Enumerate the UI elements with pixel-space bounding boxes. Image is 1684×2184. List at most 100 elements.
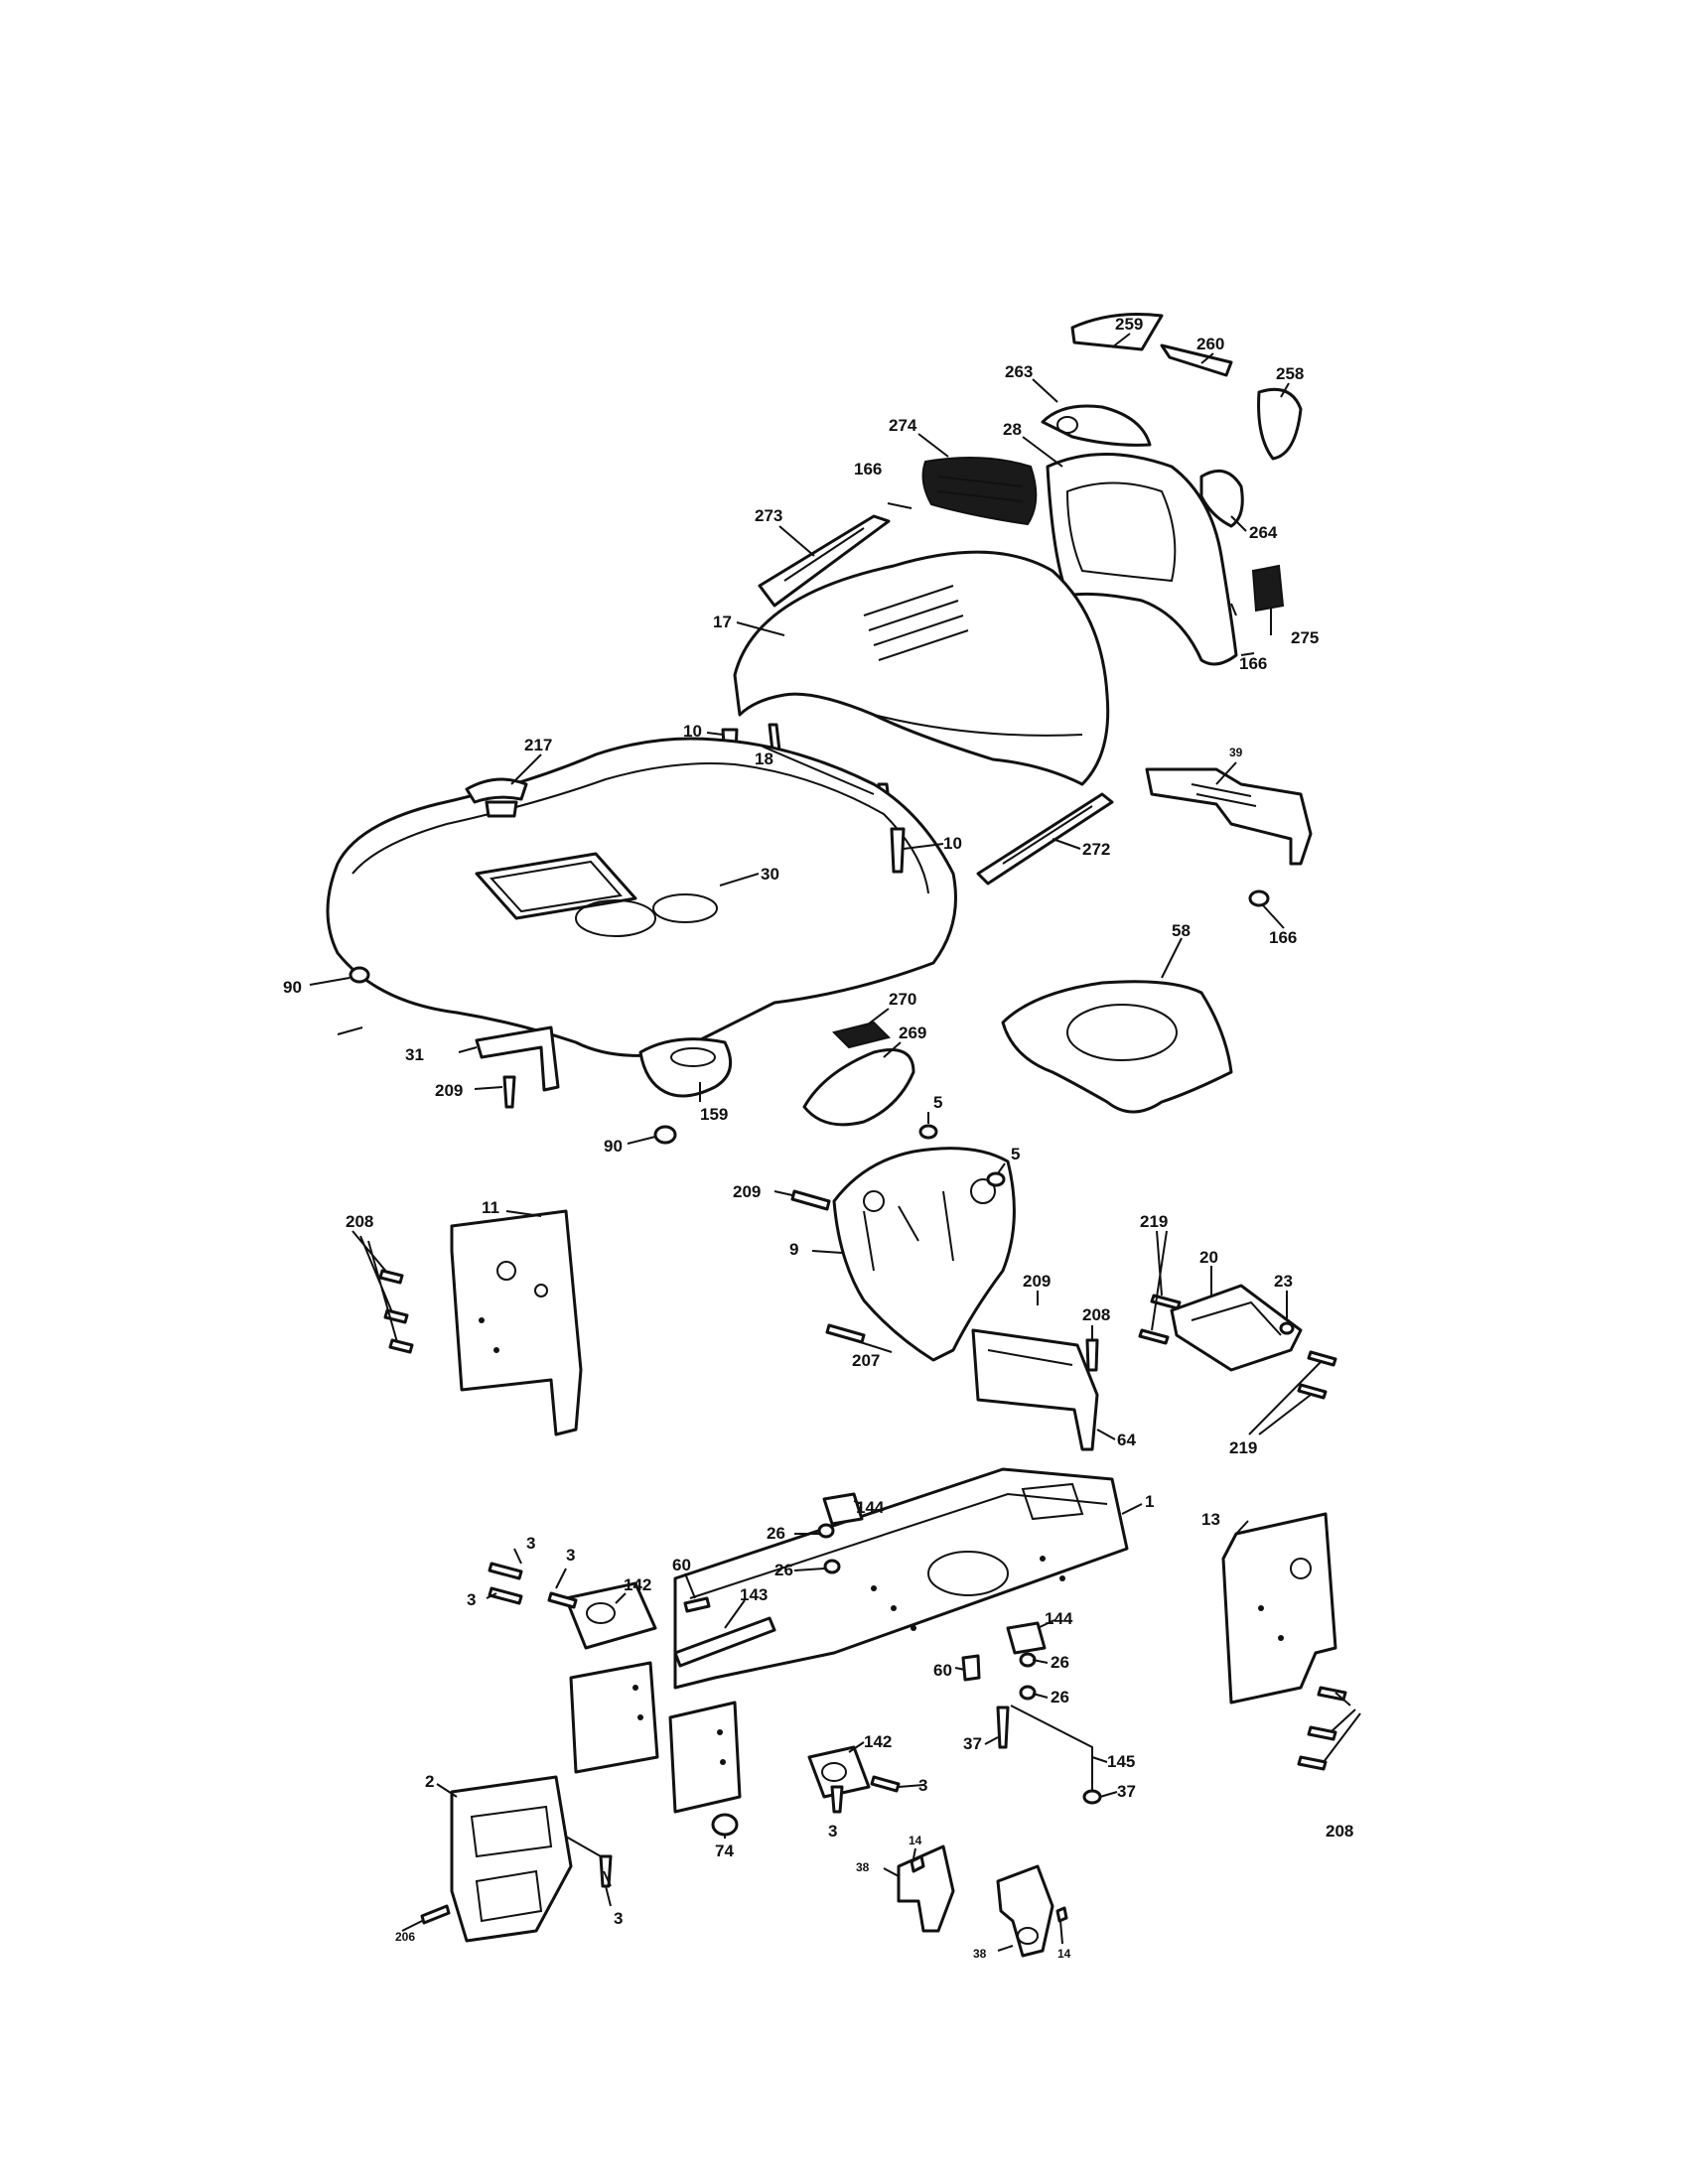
rod-145 [1010,1705,1093,1797]
callout-207: 207 [852,1351,880,1370]
bolt-3-a [488,1562,523,1580]
callout-37-left: 37 [963,1734,982,1753]
callout-30: 30 [761,865,779,884]
bolt-3-b [488,1586,523,1605]
callout-28: 28 [1003,420,1022,439]
fender-30 [326,737,957,1057]
bracket-38-left [897,1844,955,1933]
bar-143 [673,1616,776,1668]
bushing-74 [711,1813,739,1837]
screw-23 [1279,1321,1295,1335]
callout-259: 259 [1115,315,1143,334]
nut-5-top [918,1124,938,1140]
bracket-264 [1199,469,1244,528]
plate-11 [450,1209,583,1436]
bracket-142-lower [807,1745,871,1799]
callout-5-top: 5 [933,1093,942,1112]
callout-5-right: 5 [1011,1145,1020,1163]
frame-1 [673,1467,1129,1690]
bracket-142-upper [564,1581,657,1650]
headlight-lens-259 [1070,313,1164,351]
callout-263: 263 [1005,362,1033,381]
side-plate-right [1221,1512,1347,1771]
plate-lower-vertical [668,1701,742,1814]
bumper-90-left [349,966,370,984]
callout-26-c: 26 [1051,1653,1069,1672]
callout-166-right: 166 [1269,928,1297,947]
callout-166-top: 166 [854,460,882,478]
callout-272: 272 [1082,840,1110,859]
badge-275 [1251,564,1285,613]
nut-5-right [986,1171,1006,1187]
callout-37-right: 37 [1117,1782,1136,1801]
nut-26-a [817,1523,835,1539]
clip-144-lower [1006,1621,1047,1655]
callout-274: 274 [889,416,917,435]
callout-209-mid: 209 [1023,1272,1051,1291]
clip-144-upper [822,1492,864,1526]
dash-assembly [790,1124,1337,1451]
callout-26-d: 26 [1051,1688,1069,1706]
bolt-206 [420,1904,451,1925]
callout-217: 217 [524,736,552,754]
callout-17: 17 [713,613,732,631]
screw-219-left [1150,1294,1182,1310]
callout-38-left: 38 [856,1860,870,1874]
front-axle-brackets [488,1562,901,1837]
bolt-10-lower [890,827,906,874]
nut-37-right [1082,1789,1102,1805]
callout-208-right: 208 [1326,1822,1353,1841]
callout-10-lower: 10 [943,834,962,853]
callout-209-dash: 209 [733,1182,761,1201]
callout-3-b: 3 [566,1546,575,1565]
cup-holder-159 [638,1037,733,1098]
callout-10-upper: 10 [683,722,702,741]
callout-23: 23 [1274,1272,1293,1291]
callout-3-a: 3 [526,1534,535,1553]
callout-3-d: 3 [918,1776,927,1795]
callout-18: 18 [755,750,773,768]
callout-39: 39 [1229,746,1243,759]
callout-60-lower: 60 [933,1661,952,1680]
callout-14-left: 14 [909,1834,922,1847]
side-vent-273 [758,514,891,608]
callout-273: 273 [755,506,782,525]
right-components [976,767,1313,1114]
bolt-208-left-1 [378,1269,404,1285]
bolt-3-c [547,1591,578,1609]
callout-264: 264 [1249,523,1278,542]
screw-219-right [1307,1350,1337,1367]
grille-insert-274 [921,457,1038,526]
callout-58: 58 [1172,921,1191,940]
bolt-37-left [996,1706,1010,1749]
callout-142-upper: 142 [624,1575,651,1594]
bolt-209-left [502,1075,516,1109]
main-frame [673,1467,1129,1805]
bracket-2 [450,1775,573,1943]
callout-208-left: 208 [346,1212,373,1231]
screw-14-right [1055,1906,1068,1923]
callout-219-top: 219 [1140,1212,1168,1231]
callout-1: 1 [1145,1492,1154,1511]
callout-206: 206 [395,1930,415,1944]
vent-270 [832,1021,891,1049]
callout-74: 74 [715,1842,734,1860]
callout-166-mid: 166 [1239,654,1267,673]
bolt-60-lower [961,1654,981,1682]
callout-13: 13 [1201,1510,1220,1529]
callout-219-bottom: 219 [1229,1438,1257,1457]
callout-90-left: 90 [283,978,302,997]
callout-38-right: 38 [973,1947,987,1961]
bolt-207 [825,1323,866,1344]
nut-26-b [823,1559,841,1574]
callout-3-e: 3 [828,1822,837,1841]
callout-144-upper: 144 [856,1498,885,1517]
callout-270: 270 [889,990,916,1009]
bumper-90-center [653,1125,677,1145]
callout-209-left: 209 [435,1081,463,1100]
callout-60-upper: 60 [672,1556,691,1574]
leader-lines [309,333,1361,1952]
rear-brackets [897,1844,1068,1958]
